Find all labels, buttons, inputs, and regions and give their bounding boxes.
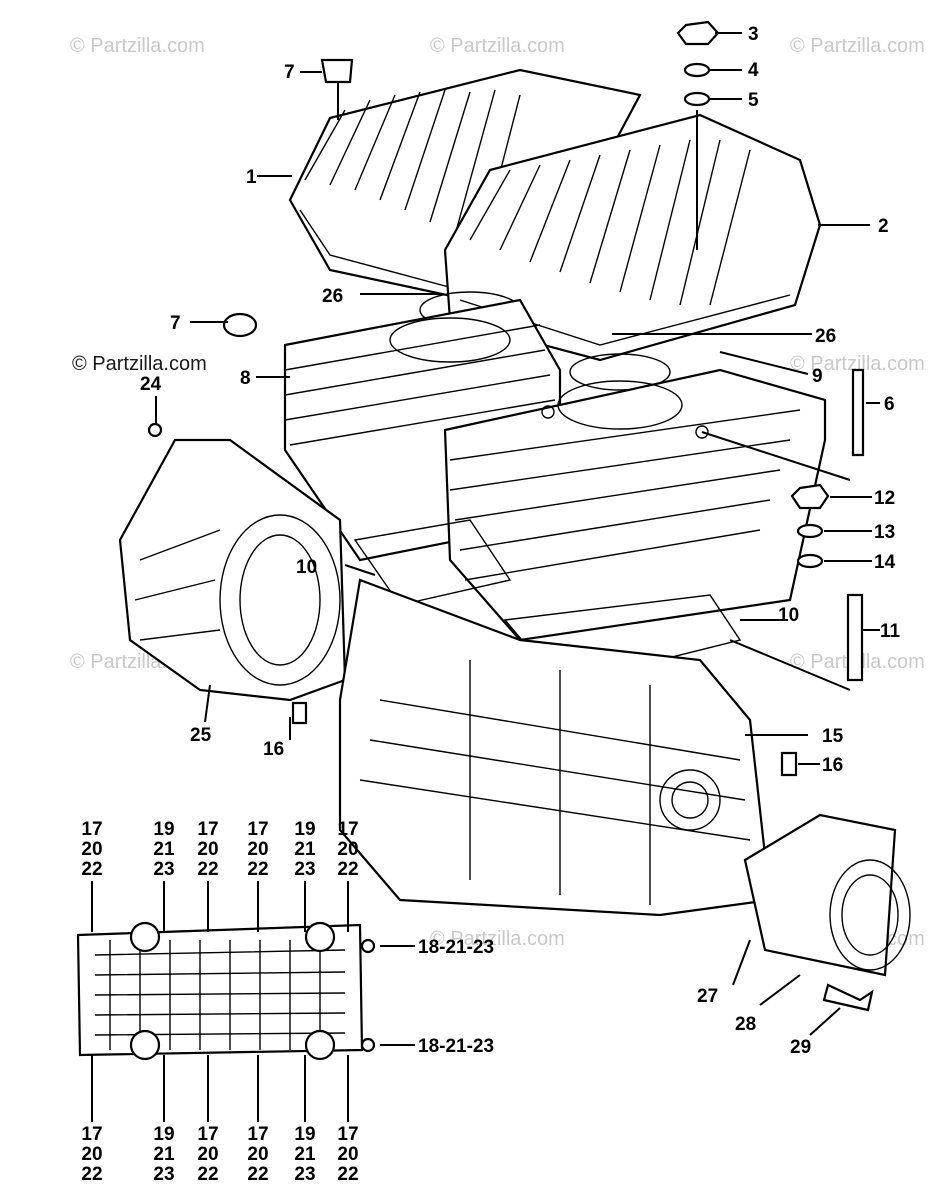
plate-top-callout: 17 [337, 819, 358, 840]
plate-top-callout: 23 [153, 859, 174, 880]
watermark: © Partzilla.com [72, 353, 207, 375]
crankcase [338, 578, 772, 917]
plate-bottom-callout: 20 [247, 1144, 268, 1165]
plate-bottom-callout: 23 [294, 1164, 315, 1185]
callout-8: 8 [240, 368, 251, 389]
stud-lower [846, 593, 864, 682]
plate-top-callout: 17 [81, 819, 102, 840]
plate-top-callout: 22 [197, 859, 218, 880]
cylinder-right [443, 368, 827, 642]
callout-25: 25 [190, 725, 212, 746]
plate-bottom-callout: 23 [153, 1164, 174, 1185]
callout-5: 5 [748, 90, 759, 111]
nut-mid [790, 483, 830, 510]
plate-top-callout: 17 [247, 819, 268, 840]
lockwasher-mid [796, 523, 824, 539]
bolt-24 [147, 422, 163, 438]
plate-bottom-callout: 20 [81, 1144, 102, 1165]
intake-flange [743, 813, 911, 977]
callout-numbers: 1 2 3 4 5 6 7 7 8 9 10 10 11 12 13 14 15… [140, 24, 901, 1058]
callout-7-top: 7 [284, 62, 295, 83]
plate-bottom-callout: 21 [294, 1144, 316, 1165]
plate-top-callout: 22 [247, 859, 268, 880]
plate-bottom-callout: 22 [337, 1164, 358, 1185]
plate-top-callout: 20 [337, 839, 358, 860]
watermark: © Partzilla.com [430, 35, 565, 57]
plate-top-callout: 19 [153, 819, 174, 840]
plug-cap-side [222, 312, 258, 338]
callout-6: 6 [884, 394, 895, 415]
plate-top-callout: 17 [197, 819, 218, 840]
callout-7-side: 7 [170, 313, 181, 334]
plate-bottom-callout: 17 [81, 1124, 102, 1145]
callout-26-left: 26 [322, 286, 343, 307]
callout-15: 15 [822, 726, 844, 747]
plate-bottom-callout: 19 [153, 1124, 174, 1145]
watermark: © Partzilla.com [790, 35, 925, 57]
stud-upper [851, 368, 865, 457]
plate-top-callout: 20 [81, 839, 102, 860]
bottom-plate [76, 921, 376, 1061]
base-gasket-left [353, 519, 512, 606]
callout-26-right: 26 [815, 326, 836, 347]
small-parts [147, 20, 874, 1012]
callout-13: 13 [874, 522, 895, 543]
leader-lines [155, 32, 880, 1046]
callout-9: 9 [812, 366, 823, 387]
plate-top-callout: 22 [81, 859, 102, 880]
callout-27: 27 [697, 986, 718, 1007]
watermark: © Partzilla.com [790, 353, 925, 375]
callout-28: 28 [735, 1014, 756, 1035]
callout-16-right: 16 [822, 755, 843, 776]
callout-4: 4 [748, 60, 759, 81]
callout-2: 2 [878, 216, 889, 237]
plate-ref-bottom: 18-21-23 [418, 1036, 494, 1057]
plate-bottom-callout: 20 [337, 1144, 358, 1165]
plate-bottom-callout: 20 [197, 1144, 218, 1165]
dowel-right [780, 751, 798, 777]
nut-top [676, 20, 720, 46]
plate-ref-top: 18-21-23 [418, 937, 494, 958]
plate-top-callout: 22 [337, 859, 358, 880]
callout-10-left: 10 [296, 557, 317, 578]
plate-top-callout: 20 [247, 839, 268, 860]
callout-16-left: 16 [263, 739, 284, 760]
bottom-plate-callouts: 18-21-23 18-21-23 [418, 937, 494, 1057]
bolt-29 [822, 983, 874, 1012]
callout-12: 12 [874, 488, 895, 509]
washer-mid [796, 553, 824, 569]
callout-10-right: 10 [778, 605, 799, 626]
dowel-left [291, 701, 308, 725]
lockwasher-top [683, 62, 711, 78]
callout-11: 11 [880, 621, 901, 642]
cylinder-head-left [288, 68, 642, 302]
plate-top-callout: 19 [294, 819, 315, 840]
watermark: © Partzilla.com [430, 928, 565, 950]
plate-top-callout: 21 [153, 839, 175, 860]
plate-bottom-callout: 17 [337, 1124, 358, 1145]
plate-bottom-callout: 22 [81, 1164, 102, 1185]
watermark: © Partzilla.com [70, 35, 205, 57]
plate-bottom-callout: 21 [153, 1144, 175, 1165]
plate-bottom-callout: 19 [294, 1124, 315, 1145]
plate-bottom-callout: 22 [247, 1164, 268, 1185]
callout-3: 3 [748, 24, 759, 45]
plate-bottom-callout: 17 [197, 1124, 218, 1145]
plug-cap-top [320, 58, 354, 84]
washer-top [683, 91, 711, 107]
callout-24: 24 [140, 374, 162, 395]
plate-bottom-callout: 22 [197, 1164, 218, 1185]
head-gasket-right [569, 353, 671, 391]
callout-1: 1 [246, 167, 257, 188]
callout-29: 29 [790, 1037, 811, 1058]
plate-top-callout: 23 [294, 859, 315, 880]
plate-bottom-callout: 17 [247, 1124, 268, 1145]
plate-top-callout: 20 [197, 839, 218, 860]
callout-14: 14 [874, 552, 896, 573]
plate-top-callout: 21 [294, 839, 316, 860]
